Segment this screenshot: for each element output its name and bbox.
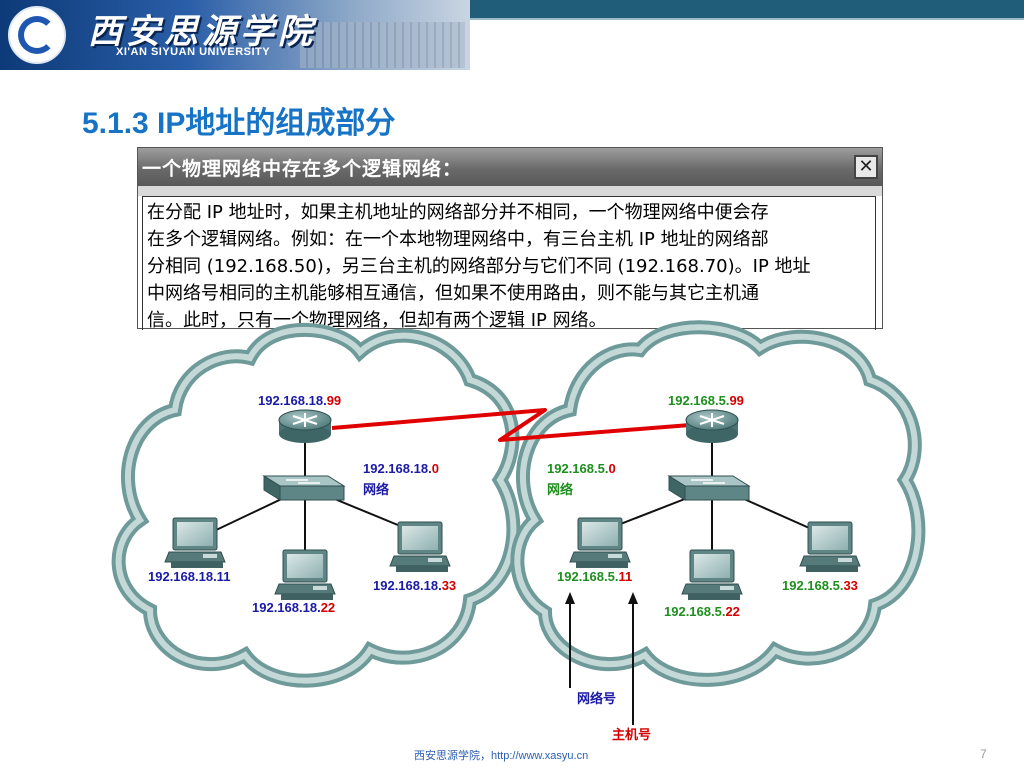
header-banner: 西安思源学院 XI'AN SIYUAN UNIVERSITY bbox=[0, 0, 1024, 70]
left-switch-icon bbox=[263, 475, 345, 501]
right-cloud bbox=[510, 320, 926, 687]
left-host-ip: 192.168.18.22 bbox=[252, 600, 335, 615]
callout-arrows bbox=[565, 592, 638, 725]
left-host-ip: 192.168.18.11 bbox=[148, 569, 230, 584]
dialog-title: 一个物理网络中存在多个逻辑网络： bbox=[142, 158, 463, 180]
page-number: 7 bbox=[980, 747, 987, 761]
close-button[interactable]: ✕ bbox=[854, 155, 878, 179]
host-id-callout: 主机号 bbox=[612, 727, 651, 742]
right-host-pc-icon bbox=[569, 517, 631, 569]
left-router-ip: 192.168.18.99 bbox=[258, 393, 341, 408]
university-logo-icon bbox=[8, 6, 66, 64]
header-strip bbox=[470, 0, 1024, 18]
info-dialog: 一个物理网络中存在多个逻辑网络： ✕ 在分配 IP 地址时，如果主机地址的网络部… bbox=[137, 147, 883, 330]
left-host-ip: 192.168.18.33 bbox=[373, 578, 456, 593]
right-router-icon bbox=[685, 409, 739, 444]
left-host-pc-icon bbox=[164, 517, 226, 569]
dialog-titlebar: 一个物理网络中存在多个逻辑网络： ✕ bbox=[138, 148, 882, 186]
right-host-ip: 192.168.5.33 bbox=[782, 578, 858, 593]
left-network-label: 网络 bbox=[363, 482, 389, 497]
dialog-line: 信。此时，只有一个物理网络，但却有两个逻辑 IP 网络。 bbox=[147, 310, 607, 330]
right-host-pc-icon bbox=[799, 521, 861, 573]
logo-ring-icon bbox=[18, 16, 56, 54]
left-network-ip: 192.168.18.0 bbox=[363, 461, 439, 476]
left-host-pc-icon bbox=[389, 521, 451, 573]
university-name-en: XI'AN SIYUAN UNIVERSITY bbox=[116, 46, 271, 58]
network-id-callout: 网络号 bbox=[577, 691, 616, 706]
dialog-line: 分相同 (192.168.50)，另三台主机的网络部分与它们不同 (192.16… bbox=[147, 256, 811, 277]
dialog-line: 在分配 IP 地址时，如果主机地址的网络部分并不相同，一个物理网络中便会存 bbox=[147, 202, 769, 223]
university-banner: 西安思源学院 XI'AN SIYUAN UNIVERSITY bbox=[0, 0, 470, 70]
left-cloud bbox=[111, 322, 521, 688]
right-host-ip: 192.168.5.22 bbox=[664, 604, 740, 619]
university-name-cn: 西安思源学院 bbox=[88, 12, 316, 52]
campus-image bbox=[300, 22, 465, 68]
right-host-pc-icon bbox=[681, 549, 743, 601]
right-host-ip: 192.168.5.11 bbox=[557, 569, 632, 584]
dialog-body: 在分配 IP 地址时，如果主机地址的网络部分并不相同，一个物理网络中便会存 在多… bbox=[142, 196, 876, 330]
wan-link bbox=[331, 408, 691, 442]
left-host-pc-icon bbox=[274, 549, 336, 601]
header-divider bbox=[470, 18, 1024, 20]
right-switch-icon bbox=[668, 475, 750, 501]
left-router-icon bbox=[278, 409, 332, 444]
dialog-line: 在多个逻辑网络。例如：在一个本地物理网络中，有三台主机 IP 地址的网络部 bbox=[147, 229, 769, 250]
right-network-ip: 192.168.5.0 bbox=[547, 461, 616, 476]
footer-text: 西安思源学院，http://www.xasyu.cn bbox=[414, 750, 589, 762]
slide-title: 5.1.3 IP地址的组成部分 bbox=[82, 107, 396, 140]
dialog-line: 中网络号相同的主机能够相互通信，但如果不使用路由，则不能与其它主机通 bbox=[147, 283, 759, 304]
right-network-label: 网络 bbox=[547, 482, 573, 497]
right-router-ip: 192.168.5.99 bbox=[668, 393, 744, 408]
dialog-separator bbox=[138, 186, 882, 196]
